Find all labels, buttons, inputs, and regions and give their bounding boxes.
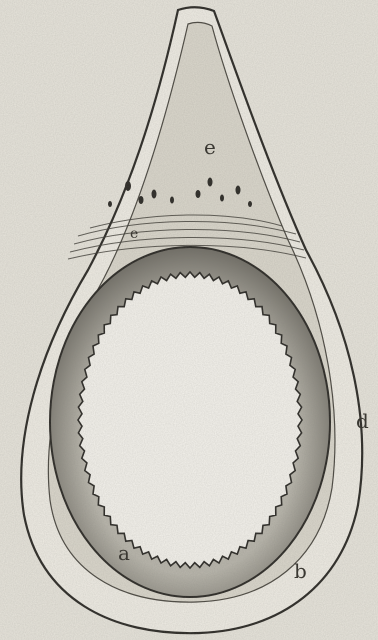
label-b: b bbox=[294, 559, 307, 583]
label-e: e bbox=[204, 135, 216, 159]
label-d: d bbox=[356, 409, 369, 433]
label-e-prime: e bbox=[130, 226, 138, 242]
label-a: a bbox=[118, 541, 130, 565]
